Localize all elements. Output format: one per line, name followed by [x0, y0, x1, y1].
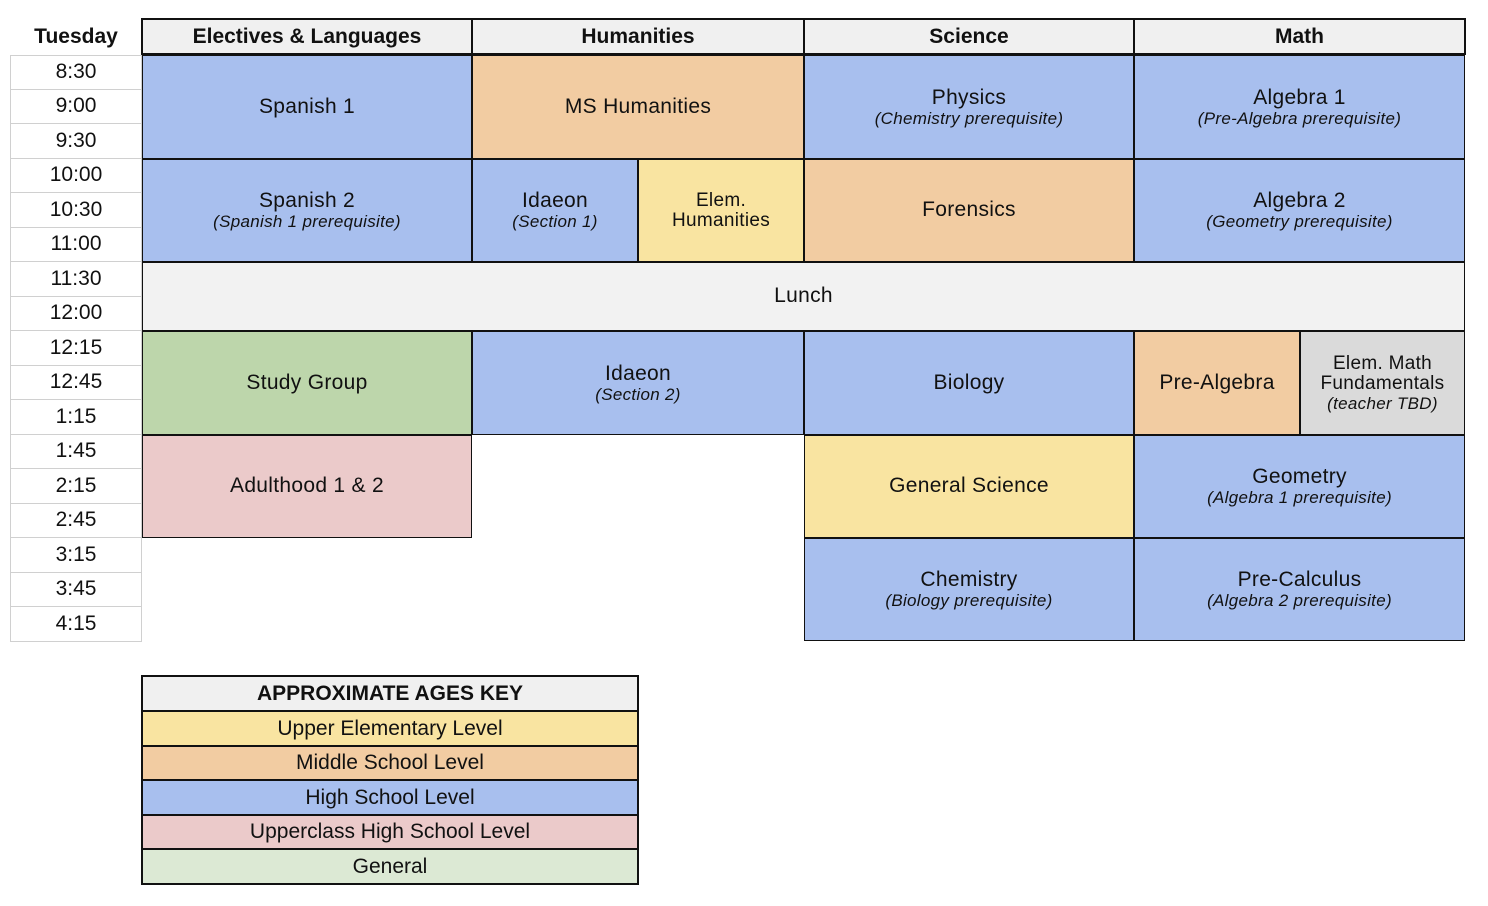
header-humanities: Humanities	[471, 18, 805, 55]
key-item-middle-school: Middle School Level	[141, 747, 639, 781]
time-slot: 11:30	[10, 262, 142, 297]
class-title: Adulthood 1 & 2	[230, 474, 384, 498]
class-elem-math-fundamentals[interactable]: Elem. Math Fundamentals (teacher TBD)	[1300, 331, 1465, 435]
class-note: (Geometry prerequisite)	[1206, 212, 1393, 232]
time-slot: 2:15	[10, 469, 142, 504]
time-slot: 8:30	[10, 55, 142, 90]
class-title: Pre-Calculus	[1237, 568, 1362, 592]
time-slot: 2:45	[10, 503, 142, 538]
class-title-line-1: Elem.	[695, 189, 747, 211]
header-math: Math	[1133, 18, 1466, 55]
time-slot: 1:15	[10, 400, 142, 435]
class-title: Physics	[931, 85, 1007, 109]
key-item-general: General	[141, 850, 639, 885]
class-title: Geometry	[1252, 465, 1347, 489]
time-slot: 9:30	[10, 124, 142, 159]
class-title: Idaeon	[521, 189, 589, 213]
class-spanish-1[interactable]: Spanish 1	[142, 55, 472, 159]
ages-key-title: APPROXIMATE AGES KEY	[141, 675, 639, 712]
class-title: MS Humanities	[564, 94, 712, 118]
time-slot: 12:45	[10, 365, 142, 400]
class-note: (Algebra 1 prerequisite)	[1207, 488, 1392, 508]
key-item-high-school: High School Level	[141, 781, 639, 816]
class-forensics[interactable]: Forensics	[804, 159, 1134, 262]
class-title: Spanish 2	[258, 189, 356, 213]
time-slot: 11:00	[10, 227, 142, 262]
header-science: Science	[803, 18, 1135, 55]
class-pre-algebra[interactable]: Pre-Algebra	[1134, 331, 1300, 435]
class-algebra-1[interactable]: Algebra 1 (Pre-Algebra prerequisite)	[1134, 55, 1465, 159]
key-item-upper-elementary: Upper Elementary Level	[141, 712, 639, 747]
time-slot: 3:45	[10, 572, 142, 607]
key-item-upperclass: Upperclass High School Level	[141, 816, 639, 850]
class-chemistry[interactable]: Chemistry (Biology prerequisite)	[804, 538, 1134, 641]
time-slot: 10:30	[10, 193, 142, 228]
class-title: Algebra 1	[1253, 85, 1346, 109]
day-label: Tuesday	[34, 25, 118, 48]
class-title: Idaeon	[604, 361, 672, 385]
class-title: Biology	[933, 370, 1005, 394]
time-slot: 12:15	[10, 331, 142, 366]
class-note: (Biology prerequisite)	[885, 591, 1053, 611]
class-ms-humanities[interactable]: MS Humanities	[472, 55, 804, 159]
class-note: (teacher TBD)	[1327, 393, 1438, 413]
class-note: (Spanish 1 prerequisite)	[213, 212, 401, 232]
class-adulthood[interactable]: Adulthood 1 & 2	[142, 435, 472, 538]
class-note: (Section 1)	[512, 212, 598, 232]
time-slot: 3:15	[10, 538, 142, 573]
class-title: Study Group	[246, 370, 368, 394]
class-spanish-2[interactable]: Spanish 2 (Spanish 1 prerequisite)	[142, 159, 472, 262]
class-title: Forensics	[922, 198, 1016, 222]
class-title: Algebra 2	[1253, 189, 1346, 213]
header-electives: Electives & Languages	[141, 18, 473, 55]
lunch-label: Lunch	[774, 284, 833, 308]
class-general-science[interactable]: General Science	[804, 435, 1134, 538]
time-slot: 1:45	[10, 434, 142, 469]
class-title-line-2: Fundamentals	[1320, 372, 1445, 394]
time-slot: 12:00	[10, 296, 142, 331]
class-pre-calculus[interactable]: Pre-Calculus (Algebra 2 prerequisite)	[1134, 538, 1465, 641]
time-slot: 9:00	[10, 89, 142, 124]
class-note: (Section 2)	[595, 384, 681, 404]
class-biology[interactable]: Biology	[804, 331, 1134, 435]
class-title-line-1: Elem. Math	[1332, 352, 1433, 374]
class-note: (Pre-Algebra prerequisite)	[1197, 108, 1402, 128]
class-algebra-2[interactable]: Algebra 2 (Geometry prerequisite)	[1134, 159, 1465, 262]
class-note: (Algebra 2 prerequisite)	[1207, 591, 1392, 611]
class-title-line-2: Humanities	[671, 209, 771, 231]
class-idaeon-section-1[interactable]: Idaeon (Section 1)	[472, 159, 638, 262]
class-note: (Chemistry prerequisite)	[874, 108, 1064, 128]
class-title: Spanish 1	[258, 94, 356, 118]
class-elem-humanities[interactable]: Elem. Humanities	[638, 159, 804, 262]
time-slot: 10:00	[10, 158, 142, 193]
class-idaeon-section-2[interactable]: Idaeon (Section 2)	[472, 331, 804, 435]
lunch-block: Lunch	[142, 262, 1465, 331]
class-title: Pre-Algebra	[1159, 370, 1275, 394]
time-slot: 4:15	[10, 607, 142, 642]
class-geometry[interactable]: Geometry (Algebra 1 prerequisite)	[1134, 435, 1465, 538]
class-physics[interactable]: Physics (Chemistry prerequisite)	[804, 55, 1134, 159]
class-study-group[interactable]: Study Group	[142, 331, 472, 435]
class-title: Chemistry	[920, 568, 1018, 592]
class-title: General Science	[889, 474, 1049, 498]
